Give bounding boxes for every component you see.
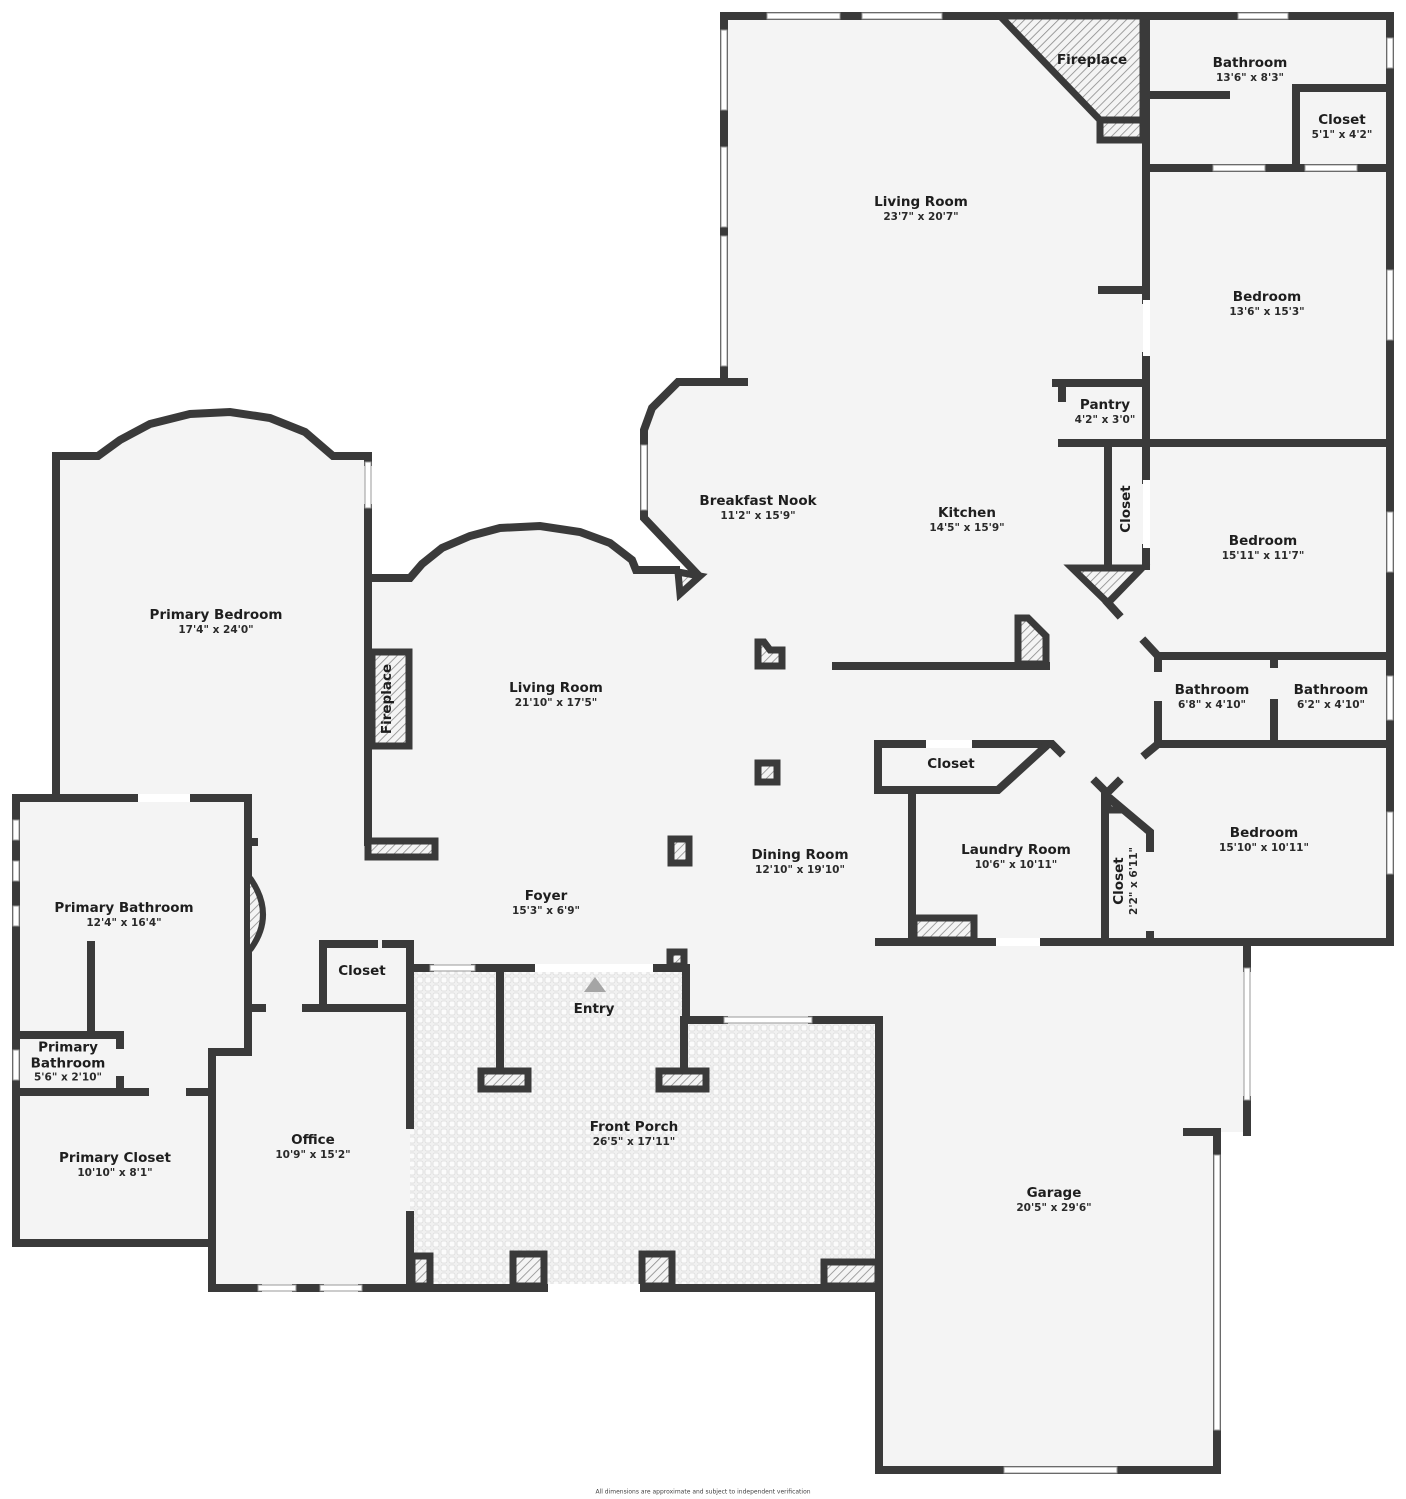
room-name: Foyer xyxy=(524,888,568,905)
room-name: Fireplace xyxy=(379,663,396,735)
room-closet-foyer: Closet xyxy=(338,964,385,980)
room-dims: 13'6" x 8'3" xyxy=(1216,71,1284,84)
entry-arrow-icon xyxy=(584,977,606,992)
disclaimer-note: All dimensions are approximate and subje… xyxy=(595,1488,811,1496)
room-dims: 20'5" x 29'6" xyxy=(1016,1201,1092,1214)
room-dims: 6'2" x 4'10" xyxy=(1297,698,1365,711)
room-dims: 5'6" x 2'10" xyxy=(34,1071,102,1084)
room-dims: 10'10" x 8'1" xyxy=(77,1166,153,1179)
room-name: Office xyxy=(291,1132,335,1149)
room-dims: 13'6" x 15'3" xyxy=(1229,305,1305,318)
room-dims: 14'5" x 15'9" xyxy=(929,521,1005,534)
room-dims: 5'1" x 4'2" xyxy=(1311,128,1373,141)
room-closet-laundry: Closet xyxy=(927,757,974,773)
room-dims: 11'2" x 15'9" xyxy=(720,509,796,522)
room-dims: 2'2" x 6'11" xyxy=(1127,847,1140,915)
room-dims: 23'7" x 20'7" xyxy=(883,210,959,223)
doorways xyxy=(138,300,1150,1292)
room-name: Bedroom xyxy=(1232,289,1302,306)
room-dims: 6'8" x 4'10" xyxy=(1178,698,1246,711)
room-dims: 12'10" x 19'10" xyxy=(755,863,845,876)
room-name: Closet xyxy=(1318,112,1366,129)
room-name: Dining Room xyxy=(751,847,849,864)
room-name: Primary Bathroom xyxy=(30,1039,106,1071)
room-dims: 17'4" x 24'0" xyxy=(178,623,254,636)
room-name: Living Room xyxy=(874,194,968,211)
room-name: Front Porch xyxy=(589,1119,679,1136)
room-name: Kitchen xyxy=(938,505,996,522)
windows xyxy=(12,12,1394,1474)
room-name: Bedroom xyxy=(1228,533,1298,550)
room-dims: 15'10" x 10'11" xyxy=(1219,841,1309,854)
room-name: Pantry xyxy=(1079,397,1131,414)
room-name: Bathroom xyxy=(1293,682,1369,699)
room-name: Primary Closet xyxy=(59,1150,171,1167)
floor-areas xyxy=(16,16,1390,1470)
room-name: Closet xyxy=(927,756,975,773)
room-name: Laundry Room xyxy=(961,842,1071,859)
room-closet-kitchen: Closet xyxy=(1118,485,1135,533)
room-entry: Entry xyxy=(574,1002,615,1018)
room-dims: 21'10" x 17'5" xyxy=(514,696,598,709)
room-dims: 10'9" x 15'2" xyxy=(275,1148,351,1161)
room-name: Entry xyxy=(573,1001,615,1018)
room-name: Garage xyxy=(1026,1185,1082,1202)
room-name: Breakfast Nook xyxy=(699,493,817,510)
room-name: Living Room xyxy=(509,680,603,697)
room-name: Closet xyxy=(338,963,386,980)
room-name: Closet xyxy=(1111,857,1128,905)
room-dims: 4'2" x 3'0" xyxy=(1074,413,1136,426)
room-name: Bedroom xyxy=(1229,825,1299,842)
room-dims: 15'11" x 11'7" xyxy=(1221,549,1305,562)
room-name: Closet xyxy=(1118,485,1135,533)
room-name: Bathroom xyxy=(1212,55,1288,72)
room-name: Primary Bathroom xyxy=(54,900,194,917)
room-fireplace-north: Fireplace xyxy=(1057,53,1127,69)
room-name: Primary Bedroom xyxy=(149,607,283,624)
room-dims: 15'3" x 6'9" xyxy=(512,904,580,917)
room-fireplace-west: Fireplace xyxy=(379,663,396,735)
room-dims: 12'4" x 16'4" xyxy=(86,916,162,929)
room-dims: 10'6" x 10'11" xyxy=(974,858,1058,871)
room-dims: 26'5" x 17'11" xyxy=(592,1135,676,1148)
room-name: Fireplace xyxy=(1056,52,1128,69)
room-name: Bathroom xyxy=(1174,682,1250,699)
